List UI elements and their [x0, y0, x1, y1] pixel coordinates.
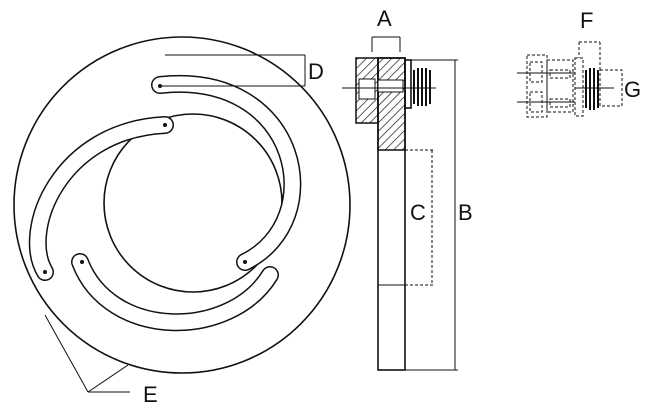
label-a: A [377, 6, 392, 31]
label-g: G [624, 77, 641, 102]
label-b: B [458, 200, 473, 225]
label-e: E [143, 382, 158, 407]
outer-disc [13, 36, 351, 374]
detail-view [517, 41, 623, 118]
label-d: D [308, 59, 324, 84]
slots [28, 74, 302, 332]
front-view [13, 36, 351, 393]
side-view [342, 36, 458, 371]
label-c: C [410, 200, 426, 225]
label-f: F [580, 8, 593, 33]
